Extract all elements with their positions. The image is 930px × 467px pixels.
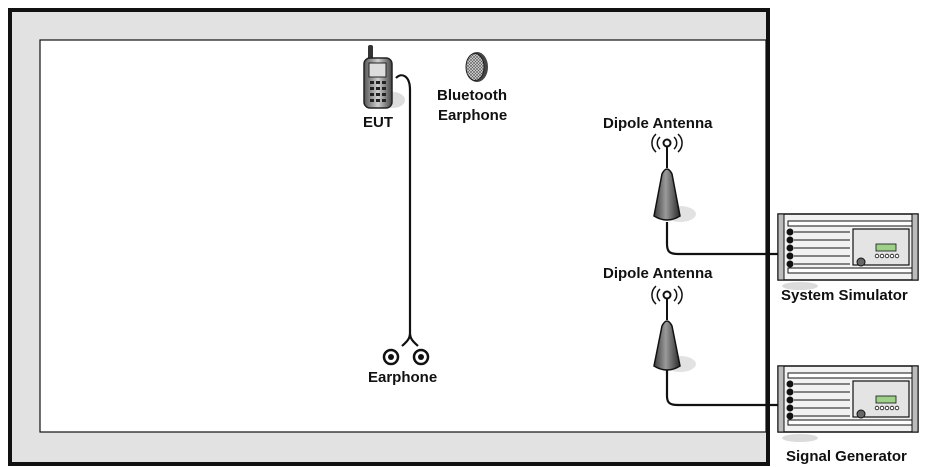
radio-waves-icon: [651, 285, 683, 305]
system-simulator-label: System Simulator: [781, 287, 908, 304]
dipole-antenna-1-label: Dipole Antenna: [603, 115, 713, 132]
cables: [395, 74, 782, 407]
bluetooth-earphone-label-line2: Earphone: [438, 107, 507, 124]
eut-phone-icon: [363, 45, 405, 109]
antenna1-to-system-simulator-cable: [665, 222, 782, 256]
radio-waves-icon: [651, 133, 683, 153]
chamber-inner-area: [39, 39, 767, 433]
system-simulator-rack-icon: [777, 213, 919, 290]
dipole-antenna-2-label: Dipole Antenna: [603, 265, 713, 282]
bluetooth-earphone-label-line1: Bluetooth: [437, 87, 507, 104]
bluetooth-earphone-icon: [465, 52, 488, 82]
eut-label: EUT: [363, 114, 393, 131]
earphone-label: Earphone: [368, 369, 437, 386]
earphone-icon: [382, 348, 430, 366]
eut-to-earphone-cable: [395, 74, 419, 347]
signal-generator-label: Signal Generator: [786, 448, 907, 465]
dipole-antenna-2-icon: [651, 285, 696, 372]
antenna2-to-signal-generator-cable: [665, 370, 782, 407]
dipole-antenna-1-icon: [651, 133, 696, 222]
signal-generator-rack-icon: [777, 365, 919, 442]
